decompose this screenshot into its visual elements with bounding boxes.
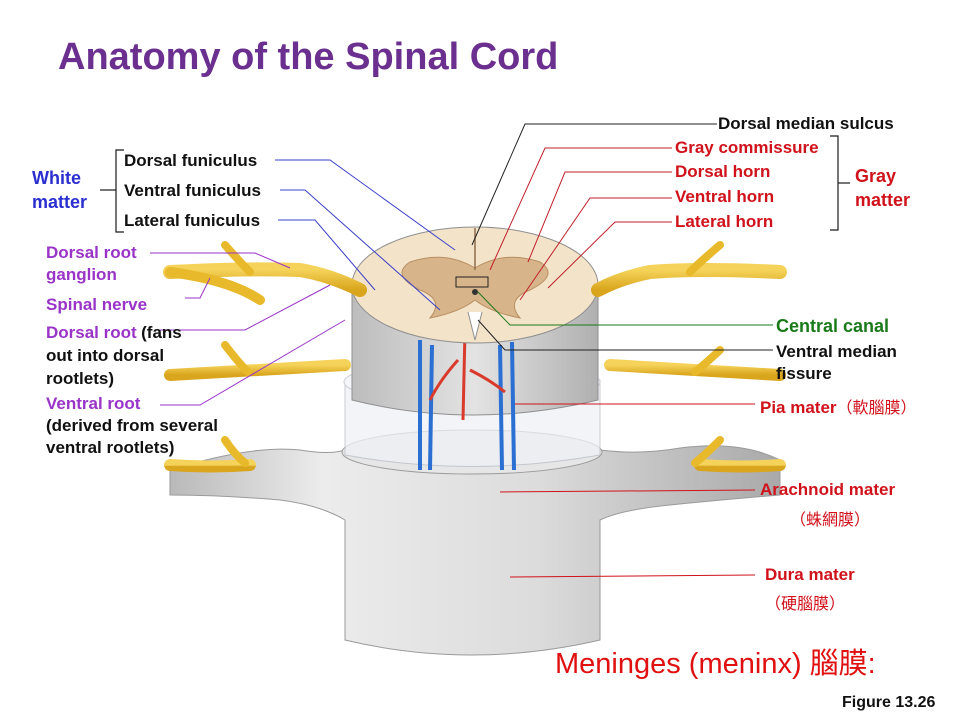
- arachnoid-mater-label: Arachnoid mater: [760, 480, 896, 499]
- dorsal-root-label: Dorsal root: [46, 323, 137, 342]
- dorsal-horn-label: Dorsal horn: [675, 162, 771, 181]
- arachnoid-mater-cjk: （蛛網膜）: [790, 510, 871, 529]
- lateral-horn-label: Lateral horn: [675, 212, 774, 231]
- meninges-caption: Meninges (meninx) 腦膜:: [555, 648, 876, 680]
- dorsal-root-block: Dorsal root (fans out into dorsal rootle…: [46, 322, 206, 391]
- root-leaders: [150, 252, 346, 406]
- gray-matter-bracket: [830, 135, 850, 231]
- cord-cross-section: [351, 226, 599, 344]
- white-matter-label: White matter: [32, 168, 88, 212]
- spinal-nerve-label: Spinal nerve: [46, 295, 148, 314]
- ventral-root-note: (derived from several ventral rootlets): [46, 416, 218, 457]
- ventral-root-label: Ventral root: [46, 394, 141, 413]
- pia-mater-block: Pia mater（軟腦膜）: [760, 394, 917, 419]
- figure-number: Figure 13.26: [842, 694, 936, 711]
- ventral-horn-label: Ventral horn: [675, 187, 775, 206]
- page-title: Anatomy of the Spinal Cord: [58, 36, 559, 78]
- white-matter-leaders: [275, 159, 456, 311]
- ventral-median-fissure-label: Ventral median fissure: [776, 342, 897, 383]
- gray-matter-label: Gray matter: [855, 166, 911, 210]
- central-canal-label: Central canal: [776, 316, 890, 336]
- gray-commissure-label: Gray commissure: [675, 138, 819, 157]
- pia-mater-cjk: （軟腦膜）: [836, 398, 917, 417]
- dura-mater-cjk: （硬腦膜）: [765, 594, 846, 613]
- dura-mater-label: Dura mater: [765, 565, 855, 584]
- pia-mater-label: Pia mater: [760, 398, 837, 417]
- dorsal-root-ganglion-label: Dorsal root ganglion: [46, 243, 137, 284]
- dorsal-root-note: (fans out into dorsal rootlets): [46, 323, 182, 388]
- white-matter-bracket: [100, 149, 124, 233]
- ventral-funiculus-label: Ventral funiculus: [124, 181, 261, 200]
- dorsal-funiculus-label: Dorsal funiculus: [124, 151, 258, 170]
- dorsal-median-sulcus-label: Dorsal median sulcus: [718, 114, 894, 133]
- lateral-funiculus-label: Lateral funiculus: [124, 211, 261, 230]
- lower-leaders: [477, 291, 773, 578]
- gray-matter-leaders: [455, 123, 717, 301]
